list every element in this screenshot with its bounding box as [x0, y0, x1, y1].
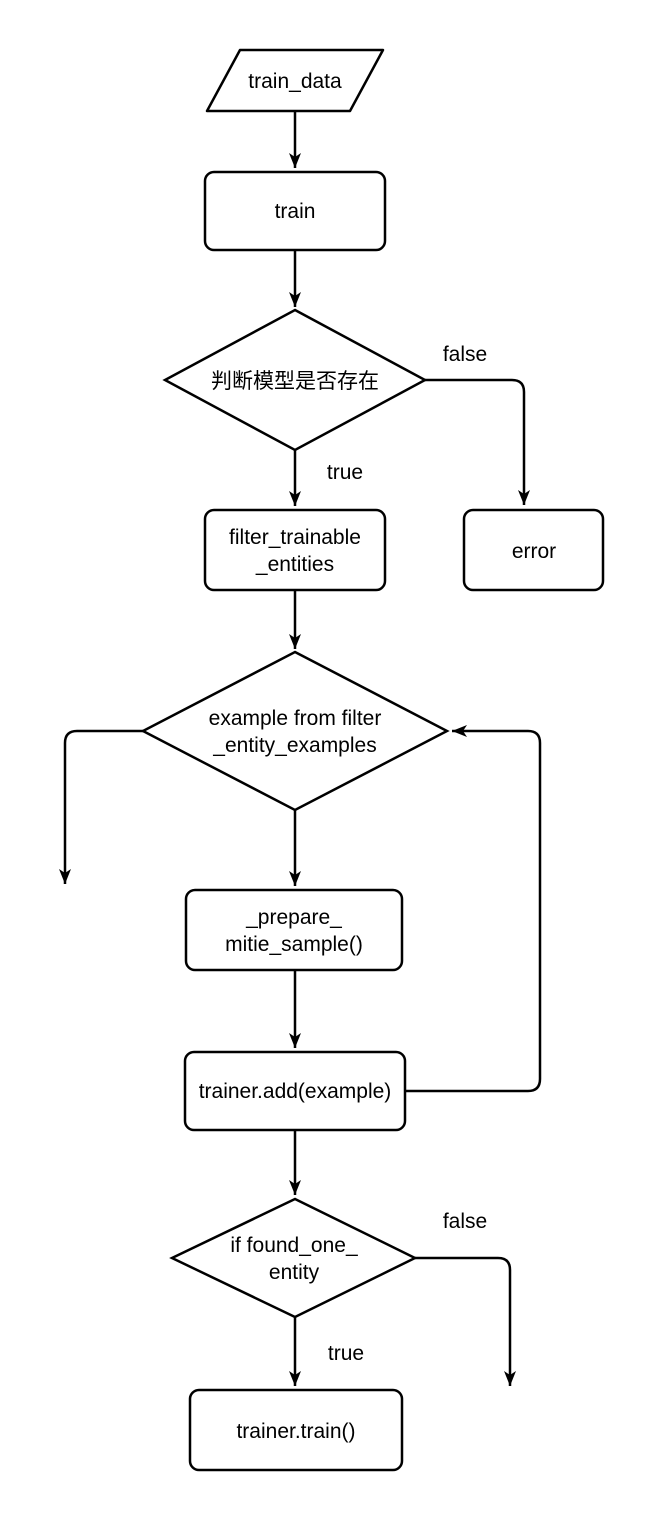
edge-checkmodel-false-to-error	[425, 378, 530, 505]
node-found-one-decision: if found_one_ entity	[169, 1197, 418, 1319]
edge-labels: false true false true	[327, 343, 487, 1365]
found-one-label-line1: if found_one_	[230, 1234, 358, 1257]
train-label: train	[275, 200, 316, 223]
prepare-mitie-sample-label-line1: _prepare_	[245, 906, 342, 929]
filter-trainable-label-line1: filter_trainable	[229, 526, 361, 549]
trainer-train-label: trainer.train()	[236, 1420, 355, 1443]
node-train: train	[203, 170, 387, 252]
node-trainer-add: trainer.add(example)	[183, 1050, 407, 1132]
check-model-diamond	[162, 308, 428, 452]
node-trainer-train: trainer.train()	[188, 1388, 404, 1472]
node-error: error	[462, 508, 605, 592]
node-example-loop-decision: example from filter _entity_examples	[140, 650, 450, 812]
label-foundone-false: false	[443, 1210, 487, 1233]
train-data-parallelogram	[205, 48, 385, 113]
example-loop-label-line1: example from filter	[209, 707, 382, 730]
filter-trainable-label-line2: _entities	[255, 553, 334, 576]
train-rect	[203, 170, 387, 252]
edge-exampleloop-exit-left	[59, 729, 143, 884]
found-one-label-line2: entity	[269, 1261, 320, 1284]
prepare-mitie-sample-label-line2: mitie_sample()	[225, 933, 363, 956]
train-data-label: train_data	[248, 70, 342, 93]
example-loop-label-line2: _entity_examples	[212, 734, 376, 757]
trainer-train-rect	[188, 1388, 404, 1472]
prepare-mitie-sample-rect	[184, 888, 404, 972]
node-filter-trainable-entities: filter_trainable _entities	[203, 508, 387, 592]
filter-trainable-rect	[203, 508, 387, 592]
example-loop-diamond	[140, 650, 450, 812]
label-checkmodel-false: false	[443, 343, 487, 366]
trainer-add-label: trainer.add(example)	[199, 1080, 392, 1103]
edge-traineradd-loopback-to-exampleloop	[405, 725, 542, 1093]
node-prepare-mitie-sample: _prepare_ mitie_sample()	[184, 888, 404, 972]
node-check-model-decision: 判断模型是否存在	[162, 308, 428, 452]
node-train-data: train_data	[205, 48, 385, 113]
found-one-diamond	[169, 1197, 418, 1319]
check-model-label: 判断模型是否存在	[211, 370, 379, 393]
label-checkmodel-true: true	[327, 461, 363, 484]
edge-foundone-false-exit	[415, 1256, 516, 1386]
error-label: error	[512, 540, 556, 563]
trainer-add-rect	[183, 1050, 407, 1132]
edges	[59, 112, 542, 1386]
error-rect	[462, 508, 605, 592]
label-foundone-true: true	[328, 1342, 364, 1365]
